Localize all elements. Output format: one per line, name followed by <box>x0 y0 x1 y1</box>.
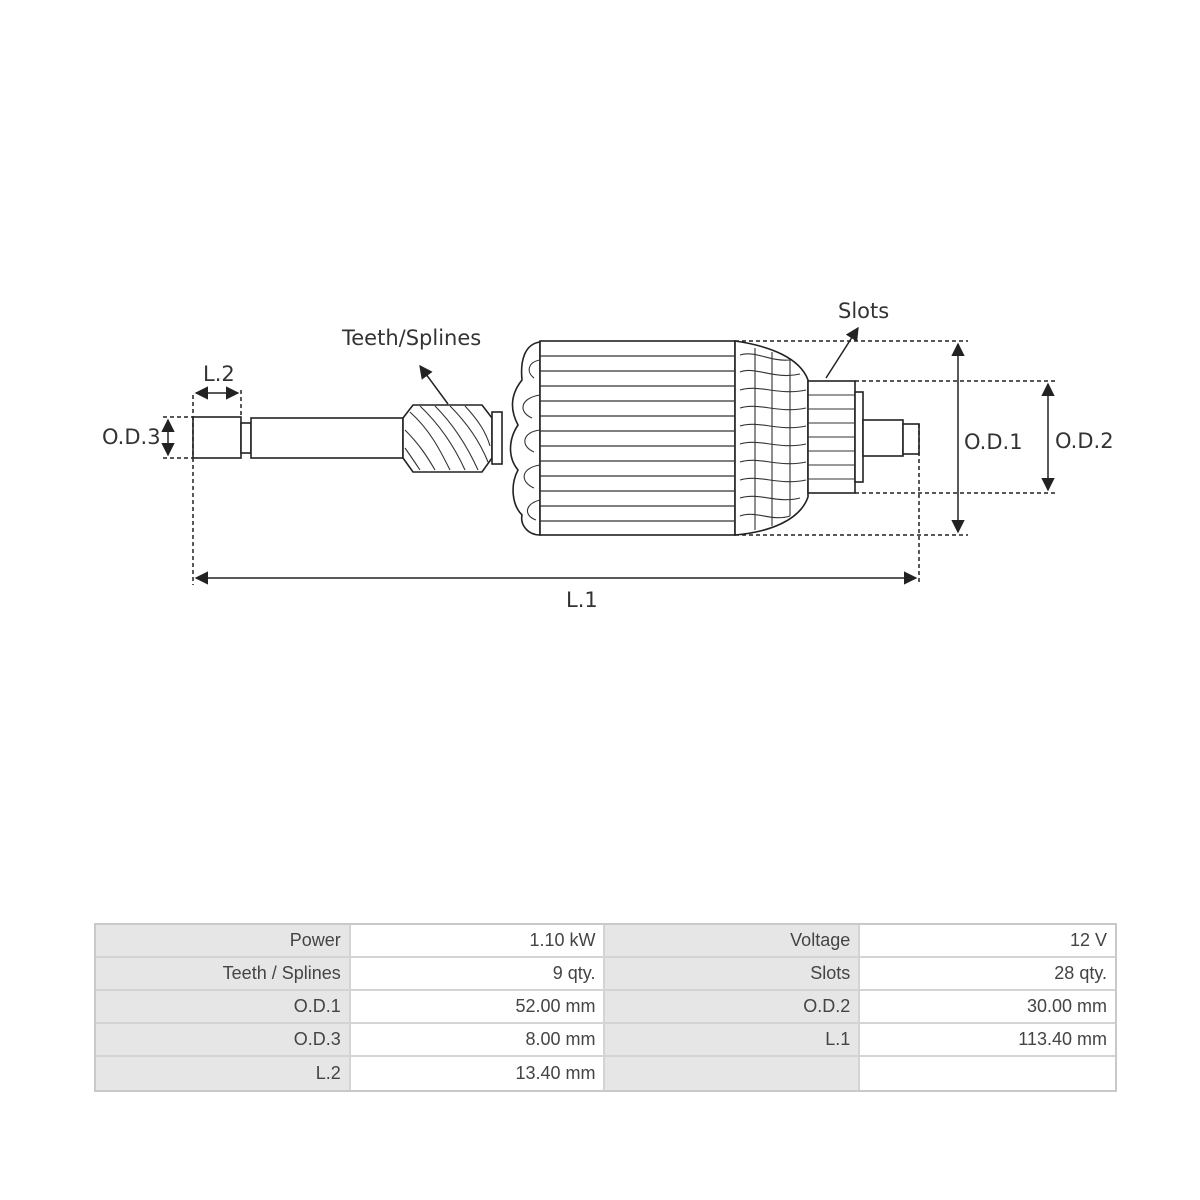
spec-value: 113.40 mm <box>860 1024 1115 1057</box>
spec-value: 1.10 kW <box>350 925 606 958</box>
od1-label: O.D.1 <box>964 430 1023 454</box>
armature-diagram: Teeth/Splines Slots L.2 O.D.3 O.D.1 O.D.… <box>102 299 1114 612</box>
spec-value: 52.00 mm <box>350 991 606 1024</box>
spec-label: O.D.3 <box>96 1024 351 1057</box>
rear-shaft-end <box>902 423 920 455</box>
core-laminations <box>540 355 735 522</box>
l2-label: L.2 <box>203 362 235 386</box>
spec-value: 13.40 mm <box>350 1057 606 1090</box>
table-row: O.D.1 52.00 mm O.D.2 30.00 mm <box>96 991 1115 1024</box>
spec-label <box>605 1057 861 1090</box>
spec-table: Power 1.10 kW Voltage 12 V Teeth / Splin… <box>94 923 1117 1092</box>
rear-shaft <box>862 419 904 457</box>
teeth-leader <box>419 364 449 405</box>
spec-value: 12 V <box>860 925 1115 958</box>
spec-value: 30.00 mm <box>860 991 1115 1024</box>
slots-label: Slots <box>838 299 889 323</box>
commutator-bars <box>808 394 855 480</box>
table-row: L.2 13.40 mm <box>96 1057 1115 1090</box>
l1-label: L.1 <box>566 588 598 612</box>
teeth-splines-label: Teeth/Splines <box>341 326 481 350</box>
spec-label: O.D.1 <box>96 991 351 1024</box>
commutator-ring <box>854 391 864 483</box>
shaft-collar <box>240 422 252 454</box>
spec-value: 8.00 mm <box>350 1024 606 1057</box>
spec-label: Voltage <box>605 925 861 958</box>
spec-label: Teeth / Splines <box>96 958 351 991</box>
spec-value: 9 qty. <box>350 958 606 991</box>
spline-collar <box>491 411 503 465</box>
spec-label: L.1 <box>605 1024 861 1057</box>
od2-label: O.D.2 <box>1055 429 1114 453</box>
spec-value: 28 qty. <box>860 958 1115 991</box>
dimension-lines <box>161 326 1058 585</box>
od3-label: O.D.3 <box>102 425 161 449</box>
front-winding-wires <box>522 359 541 521</box>
spline-teeth <box>404 405 491 471</box>
winding-wires <box>739 348 807 530</box>
table-row: Teeth / Splines 9 qty. Slots 28 qty. <box>96 958 1115 991</box>
armature-core <box>539 340 736 536</box>
table-row: Power 1.10 kW Voltage 12 V <box>96 925 1115 958</box>
spec-label: O.D.2 <box>605 991 861 1024</box>
shaft <box>250 417 404 459</box>
table-row: O.D.3 8.00 mm L.1 113.40 mm <box>96 1024 1115 1057</box>
spec-label: Power <box>96 925 351 958</box>
spec-label: Slots <box>605 958 861 991</box>
spec-value <box>860 1057 1115 1090</box>
slots-leader <box>825 326 859 379</box>
spec-label: L.2 <box>96 1057 351 1090</box>
shaft-tip <box>192 416 242 459</box>
